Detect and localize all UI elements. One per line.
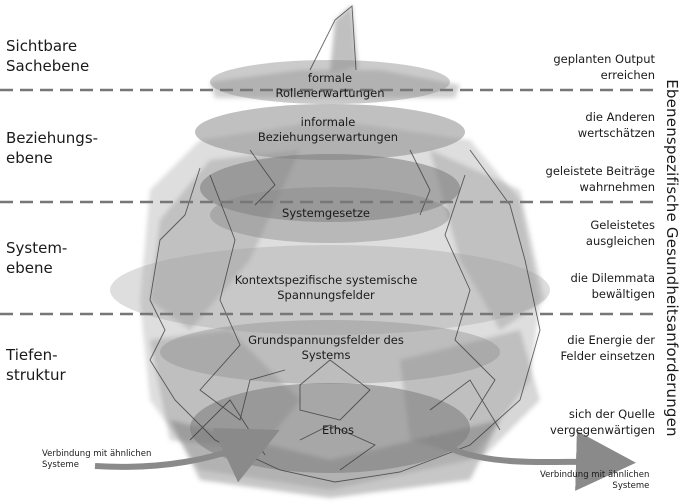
level-label-sachebene: Sichtbare Sachebene <box>6 37 90 75</box>
requirement-wertschaetzen: die Anderen wertschätzen <box>577 110 655 140</box>
iceberg-outline <box>149 5 541 483</box>
requirement-quelle: sich der Quelle vergegenwärtigen <box>550 407 655 437</box>
level-label-systemebene: System- ebene <box>6 239 68 277</box>
connection-arrow-left <box>94 427 280 483</box>
layer-label-ethos: Ethos <box>321 423 355 437</box>
side-title: Ebenenspezifische Gesundheitsanforderung… <box>663 79 681 437</box>
layer-label-spannungsfelder: Kontextspezifische systemische Spannungs… <box>234 273 418 302</box>
connection-label-right: Verbindung mit ähnlichen Systeme <box>540 470 650 491</box>
requirement-beitraege: geleistete Beiträge wahrnehmen <box>545 164 655 194</box>
level-label-tiefenstruktur: Tiefen- struktur <box>6 346 66 384</box>
layer-label-formale-rollenerwartungen: formale Rollenerwartungen <box>275 71 385 100</box>
layer-label-informale-beziehungserwartungen: informale Beziehungserwartungen <box>257 115 399 144</box>
layer-label-systemgesetze: Systemgesetze <box>282 206 370 220</box>
connection-arrow-right <box>428 430 636 491</box>
requirement-output: geplanten Output erreichen <box>553 52 655 82</box>
requirement-dilemmata: die Dilemmata bewältigen <box>570 271 655 301</box>
layer-label-grundspannungsfelder: Grundspannungsfelder des Systems <box>248 333 404 362</box>
level-dividers <box>0 88 656 316</box>
connection-label-left: Verbindung mit ähnlichen Systeme <box>42 449 152 470</box>
requirement-energie: die Energie der Felder einsetzen <box>560 333 655 363</box>
requirement-ausgleichen: Geleistetes ausgleichen <box>585 218 655 248</box>
level-label-beziehungsebene: Beziehungs- ebene <box>6 129 99 167</box>
